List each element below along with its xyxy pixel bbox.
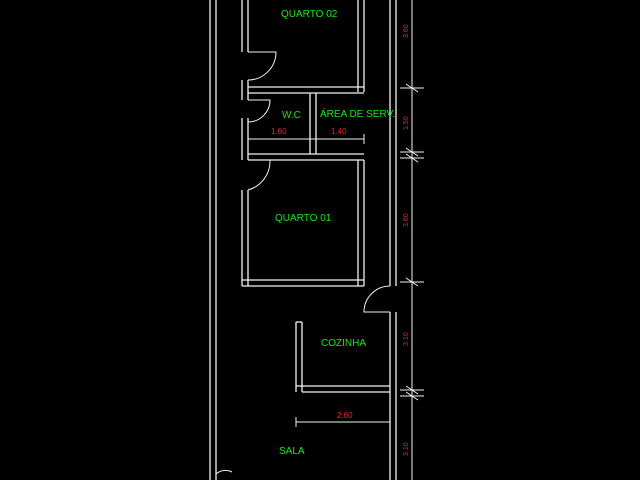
wc-area-walls: [241, 80, 364, 161]
room-label-quarto-01: QUARTO 01: [275, 213, 332, 224]
quarto-01-walls: [241, 159, 365, 287]
dimension-sala-width: 2.60: [337, 411, 353, 420]
dimension-v-quarto-01: 3.60: [403, 213, 410, 227]
sala-door: [215, 469, 233, 480]
quarto-02-walls: [241, 0, 365, 92]
room-label-quarto-02: QUARTO 02: [281, 9, 338, 20]
vertical-dimension-line: [400, 0, 424, 480]
dimension-area-width: 1.40: [331, 127, 347, 136]
dimension-v-quarto-02: 3.60: [403, 24, 410, 38]
outer-walls: [209, 0, 397, 480]
dimension-v-area: 1.50: [403, 116, 410, 130]
room-label-area-serv: ÁREA DE SERV.: [320, 107, 395, 120]
cozinha-walls: [295, 285, 391, 393]
dimension-v-cozinha: 3.10: [403, 332, 410, 346]
dimension-wc-width: 1.60: [271, 127, 287, 136]
room-label-wc: W.C: [282, 110, 301, 121]
horizontal-dimensions: [247, 134, 391, 427]
dimension-v-sala: 3.10: [403, 442, 410, 456]
room-label-cozinha: COZINHA: [321, 338, 366, 349]
room-label-sala: SALA: [279, 446, 305, 457]
